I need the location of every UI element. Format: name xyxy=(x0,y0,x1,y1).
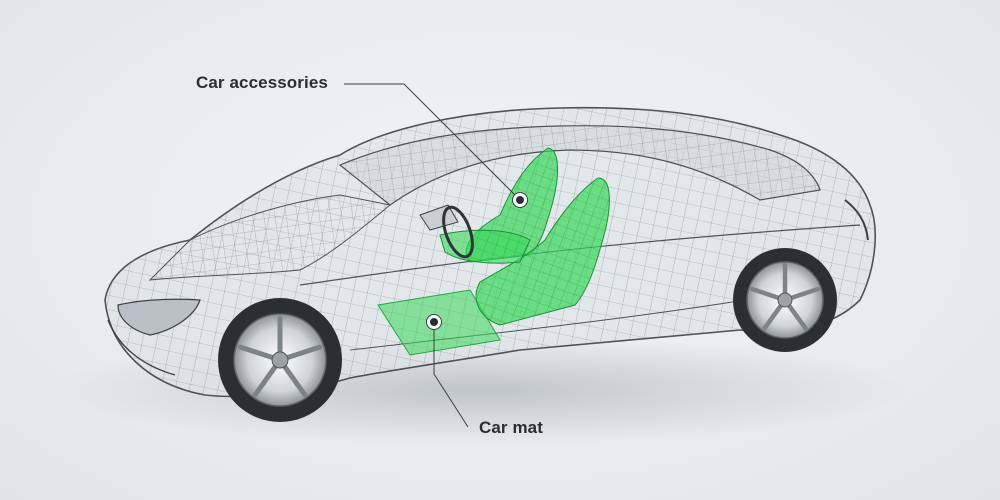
callout-label-mat: Car mat xyxy=(479,418,544,437)
callout-marker-accessories xyxy=(512,192,528,208)
front-wheel xyxy=(218,298,342,422)
steering-wheel xyxy=(442,205,474,259)
callout-line-mat xyxy=(433,322,469,428)
rear-wheel xyxy=(733,248,837,352)
callout-marker-mat xyxy=(426,314,442,330)
callout-label-accessories: Car accessories xyxy=(196,73,328,92)
seat-highlight xyxy=(439,147,610,326)
callout-line-accessories xyxy=(344,83,521,201)
